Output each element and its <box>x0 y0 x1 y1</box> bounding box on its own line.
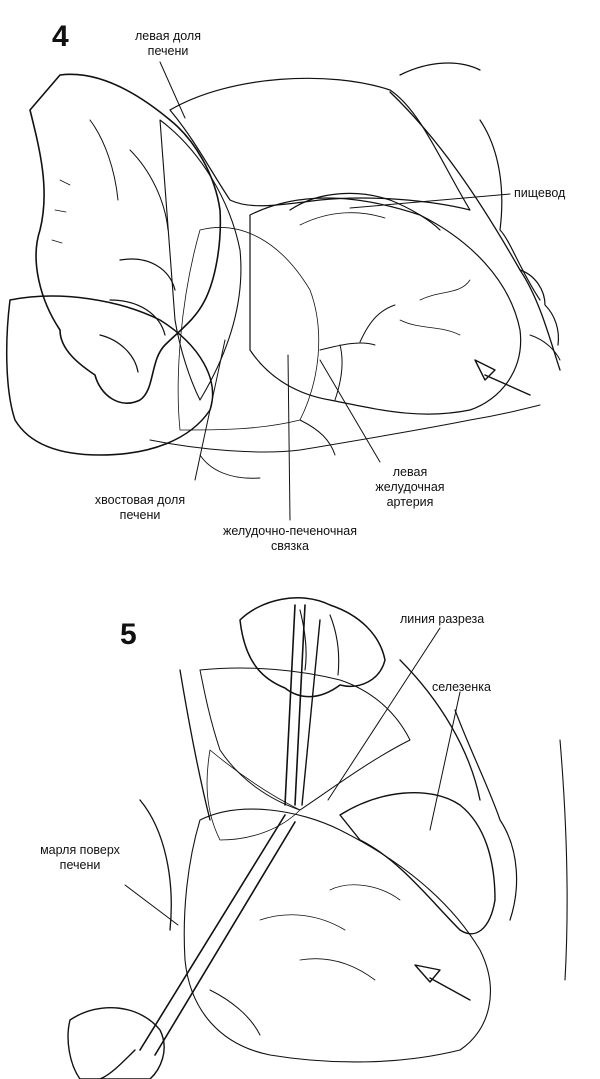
label-left-gastric-artery: левая желудочная артерия <box>375 465 445 509</box>
esophagus-shape <box>289 192 441 231</box>
spleen-shape <box>339 791 496 935</box>
scissors-instrument <box>99 814 296 1079</box>
stomach <box>249 197 522 415</box>
label-gauze-over-liver: марля поверх печени <box>40 843 120 872</box>
left-liver-lobe-shape <box>5 295 214 456</box>
caudate-lobe-shape <box>159 119 242 401</box>
label-caudate-lobe: хвостовая доля печени <box>94 493 186 522</box>
diaphragm-crosshatch <box>169 77 471 211</box>
clamp-5-icon <box>414 964 471 1001</box>
retracting-hand <box>29 73 222 404</box>
forceps-instrument <box>284 604 321 806</box>
figure-4-panel: 4 левая доля печени пищевод хвостовая до… <box>5 20 566 553</box>
figure-5-illustration <box>67 597 568 1079</box>
figure-5-number: 5 <box>120 618 137 651</box>
upper-tissue-crosshatch <box>199 667 411 811</box>
figure-5-panel: 5 линия разреза селезенка марля поверх п… <box>0 560 600 1079</box>
lower-hand <box>67 1007 165 1079</box>
label-spleen: селезенка <box>432 680 491 694</box>
label-left-liver-lobe: левая доля печени <box>135 29 201 58</box>
figure-4-leader-lines <box>159 61 511 521</box>
label-esophagus: пищевод <box>514 186 566 200</box>
label-incision-line: линия разреза <box>400 612 485 626</box>
stomach-5-shape <box>183 808 491 1063</box>
holding-hand <box>239 597 386 698</box>
figure-4-number: 4 <box>52 20 69 53</box>
figure-4-illustration <box>5 61 561 521</box>
label-gastrohepatic-ligament: желудочно-печеночная связка <box>222 524 357 553</box>
clamp-icon <box>474 359 531 396</box>
figure-5-leader-lines <box>124 627 461 926</box>
